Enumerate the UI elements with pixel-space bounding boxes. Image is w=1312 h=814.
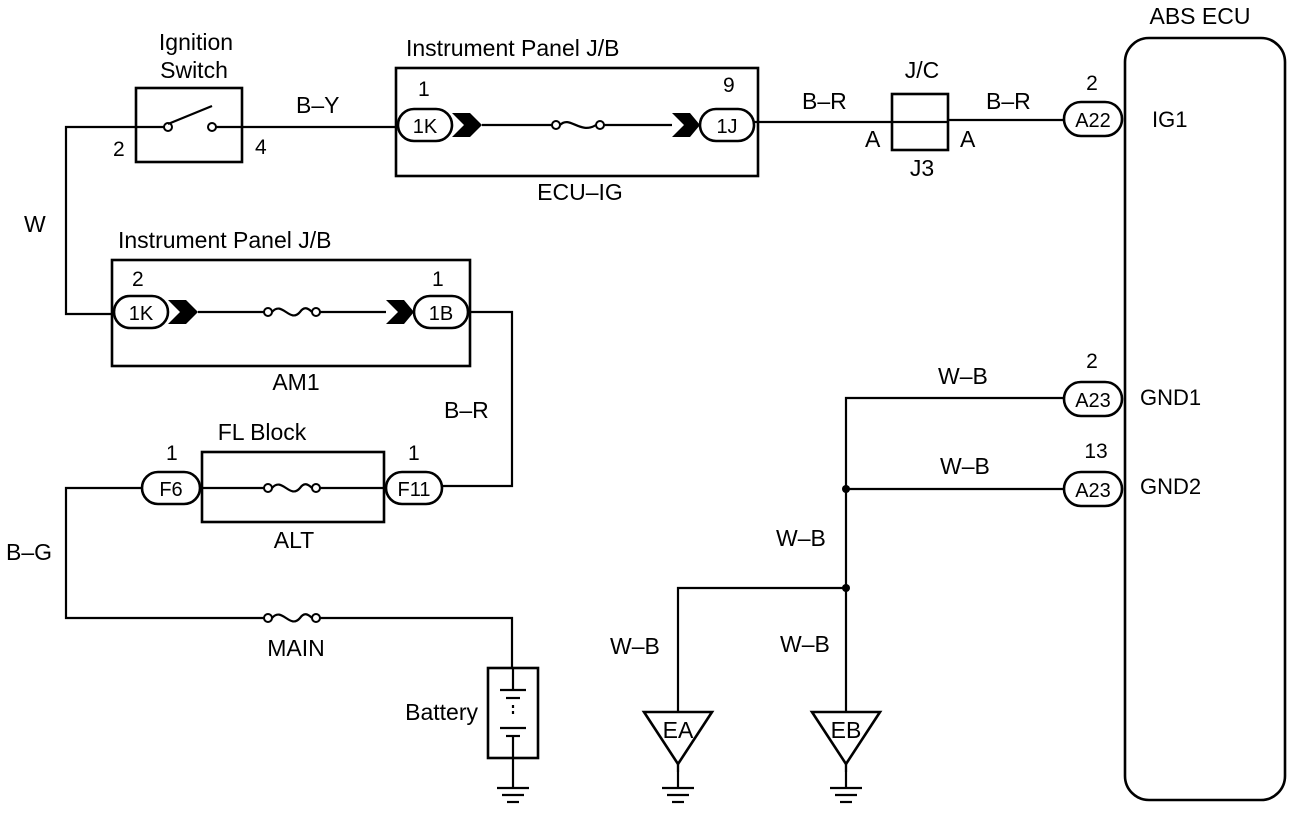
wire-b-r-top-label: B–R (802, 88, 847, 114)
jb-mid-left-connector (112, 294, 170, 330)
jb-top-left-terminal (452, 113, 482, 137)
jc-title: J/C (905, 57, 940, 83)
jb-top-right-pin: 9 (723, 74, 735, 97)
ecu-terminal-gnd2: GND2 (1140, 474, 1201, 499)
ignition-switch-title: Ignition (159, 29, 233, 55)
jb-mid-right-conn-label: 1B (429, 303, 453, 325)
wire-b-g-label: B–G (6, 539, 52, 565)
wire-w-b-ea (676, 586, 846, 772)
wire-b-r-mid-label: B–R (444, 397, 489, 423)
jb-mid-right-terminal (386, 300, 414, 324)
fl-block-right-pin: 1 (408, 442, 420, 465)
jb-top-right-conn-label: 1J (716, 116, 737, 138)
abs-ecu-title: ABS ECU (1150, 3, 1251, 29)
wire-w-b-ea-label: W–B (610, 633, 660, 659)
ecu-gnd2-conn-label: A23 (1075, 480, 1111, 502)
wire-b-y-label: B–Y (296, 92, 339, 118)
fuse-am1 (271, 307, 313, 317)
ignition-pin-4: 4 (255, 136, 267, 159)
ecu-ig1-connector (1062, 100, 1124, 138)
wire-w-b-gnd1 (844, 396, 1064, 772)
wire-w-b-gnd2-label: W–B (940, 453, 990, 479)
jb-mid-right-pin: 1 (432, 268, 444, 291)
fuse-main (271, 613, 313, 623)
battery-label: Battery (405, 699, 478, 725)
jb-top-title: Instrument Panel J/B (406, 35, 620, 61)
fuse-alt (271, 483, 313, 493)
fl-block-right-conn-label: F11 (398, 479, 431, 501)
ground-eb-triangle (809, 710, 883, 767)
ignition-pin-2: 2 (113, 138, 125, 161)
switch-contact-right (207, 122, 217, 132)
switch-blade (167, 104, 213, 126)
wire-b-g (64, 486, 264, 620)
wire-w-b-vert-label: W–B (776, 525, 826, 551)
jb-top-left-connector (396, 107, 454, 143)
ground-symbol-battery (497, 786, 529, 804)
ecu-terminal-ig1: IG1 (1152, 107, 1187, 132)
jb-top-right-terminal (672, 113, 700, 137)
jb-mid-left-terminal (168, 300, 198, 324)
fuse-main-label: MAIN (267, 635, 325, 661)
fl-block-title: FL Block (218, 419, 307, 445)
wire-w-b-gnd1-label: W–B (938, 363, 988, 389)
ecu-ig1-pin: 2 (1086, 72, 1098, 95)
splice-ea (842, 584, 850, 592)
wire-w (64, 125, 136, 316)
jc-name: J3 (910, 155, 934, 181)
ecu-terminal-gnd1: GND1 (1140, 385, 1201, 410)
splice-gnd2 (842, 485, 850, 493)
fuse-ecu-ig-label: ECU–IG (537, 179, 623, 205)
ignition-switch-box (134, 86, 244, 164)
jb-mid-left-pin: 2 (132, 268, 144, 291)
ecu-ig1-conn-label: A22 (1075, 110, 1111, 132)
ecu-gnd2-pin: 13 (1084, 440, 1107, 463)
ecu-gnd1-conn-label: A23 (1075, 390, 1111, 412)
jb-top-left-conn-label: 1K (413, 116, 438, 138)
ground-symbol-ea (662, 764, 694, 804)
ecu-gnd1-pin: 2 (1086, 350, 1098, 373)
jc-pin-in: A (865, 126, 881, 152)
jc-pin-out: A (960, 126, 976, 152)
fl-block-left-conn-label: F6 (159, 479, 182, 501)
fuse-am1-label: AM1 (272, 369, 319, 395)
ground-eb-label: EB (831, 717, 862, 743)
ignition-switch-title-2: Switch (160, 57, 228, 83)
switch-contact-left (163, 122, 173, 132)
fuse-alt-label: ALT (274, 527, 314, 553)
wire-w-b-eb-label: W–B (780, 631, 830, 657)
abs-ecu-box (1123, 36, 1287, 802)
wire-b-r-jc-label: B–R (986, 88, 1031, 114)
jb-mid-title: Instrument Panel J/B (118, 227, 332, 253)
ground-ea-label: EA (663, 717, 694, 743)
wire-main-battery (320, 616, 514, 668)
jb-mid-left-conn-label: 1K (129, 303, 154, 325)
jb-top-left-pin: 1 (418, 78, 430, 101)
fuse-ecu-ig (559, 121, 597, 129)
fl-block-left-pin: 1 (166, 442, 178, 465)
ground-ea-triangle (641, 710, 715, 767)
wire-w-label: W (24, 211, 46, 237)
ground-symbol-eb (830, 764, 862, 804)
wire-b-r-mid (442, 310, 514, 488)
